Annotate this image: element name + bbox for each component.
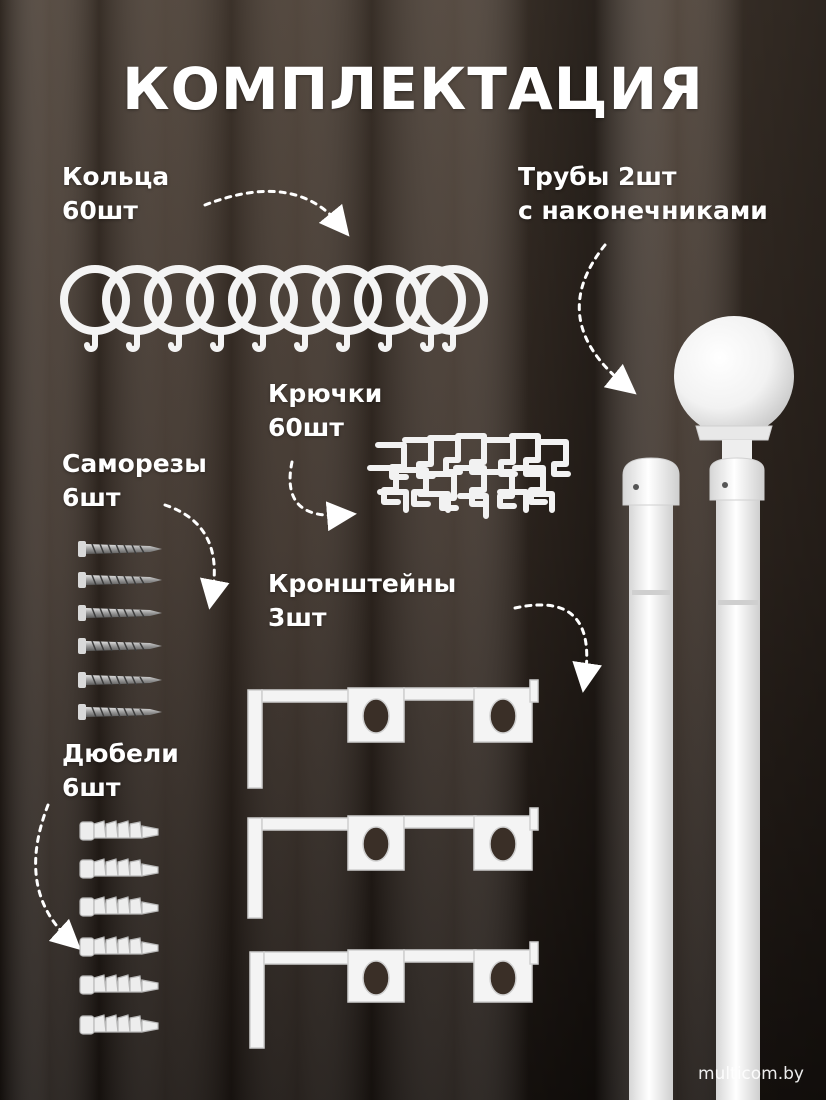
brackets-illustration	[247, 679, 539, 1049]
hooks-name: Крючки	[268, 379, 383, 408]
screws-arrow	[163, 503, 230, 610]
rings-qty: 60шт	[62, 196, 138, 225]
dowels-qty: 6шт	[62, 773, 121, 802]
dowels-illustration	[79, 820, 159, 1035]
rings-illustration	[60, 265, 488, 352]
rods-label: Трубы 2шт с наконечниками	[518, 160, 768, 228]
watermark: multicom.by	[697, 1064, 804, 1084]
brackets-qty: 3шт	[268, 603, 327, 632]
dowels-arrow	[34, 803, 82, 951]
screws-name: Саморезы	[62, 449, 207, 478]
dowels-label: Дюбели 6шт	[62, 737, 179, 805]
page-title: КОМПЛЕКТАЦИЯ	[122, 55, 704, 123]
rings-arrow	[203, 189, 350, 237]
hooks-label: Крючки 60шт	[268, 377, 382, 445]
hooks-qty: 60шт	[268, 413, 344, 442]
rods-qty: с наконечниками	[518, 196, 768, 225]
dowels-name: Дюбели	[62, 739, 179, 768]
screws-qty: 6шт	[62, 483, 121, 512]
brackets-label: Кронштейны 3шт	[268, 567, 456, 635]
pointer-arrows	[34, 189, 637, 951]
screws-illustration	[78, 541, 162, 720]
rods-name: Трубы 2шт	[518, 162, 677, 191]
screws-label: Саморезы 6шт	[62, 447, 207, 515]
rods-arrow	[577, 243, 637, 395]
hooks-illustration	[367, 433, 571, 519]
rings-name: Кольца	[62, 162, 170, 191]
rods-illustration	[622, 316, 794, 1100]
hooks-arrow	[288, 460, 357, 532]
brackets-name: Кронштейны	[268, 569, 457, 598]
rings-label: Кольца 60шт	[62, 160, 169, 228]
